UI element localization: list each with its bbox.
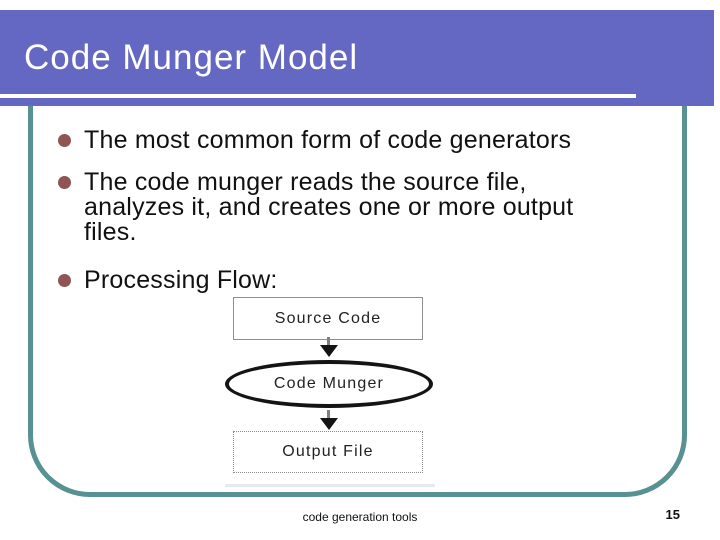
bullet-icon — [58, 134, 71, 147]
slide-title: Code Munger Model — [24, 38, 359, 77]
bullet-item-1: The most common form of code generators — [58, 128, 638, 153]
output-file-label: Output File — [282, 443, 374, 460]
page-number: 15 — [665, 507, 680, 522]
processing-flow-diagram: Source Code Code Munger Output File — [225, 292, 435, 488]
diagram-image-edge — [225, 484, 435, 487]
code-munger-label: Code Munger — [273, 375, 385, 392]
down-arrow-icon — [327, 337, 330, 345]
source-code-label: Source Code — [274, 309, 382, 327]
title-underline — [0, 94, 636, 98]
bullet-text-line: files. — [84, 218, 137, 246]
bullet-text: The most common form of code generators — [84, 128, 571, 153]
code-munger-node: Code Munger — [225, 360, 433, 408]
title-bar: Code Munger Model — [0, 10, 714, 106]
down-arrow-icon — [320, 418, 338, 430]
down-arrow-icon — [320, 345, 338, 357]
source-code-node: Source Code — [233, 297, 423, 340]
footer-text: code generation tools — [302, 510, 418, 524]
down-arrow-icon — [327, 410, 330, 418]
bullet-text: The code munger reads the source file, a… — [84, 170, 573, 245]
bullet-text-line: analyzes it, and creates one or more out… — [84, 193, 574, 221]
bullet-list: The most common form of code generators … — [58, 128, 638, 293]
bullet-item-3: Processing Flow: — [58, 268, 638, 293]
output-file-node: Output File — [233, 431, 423, 473]
bullet-text-line: The code munger reads the source file, — [84, 168, 527, 196]
bullet-icon — [58, 274, 71, 287]
bullet-text-line: Processing Flow: — [84, 266, 278, 294]
bullet-icon — [58, 176, 71, 189]
bullet-text: Processing Flow: — [84, 268, 278, 293]
bullet-item-2: The code munger reads the source file, a… — [58, 170, 638, 245]
bullet-text-line: The most common form of code generators — [84, 126, 572, 154]
